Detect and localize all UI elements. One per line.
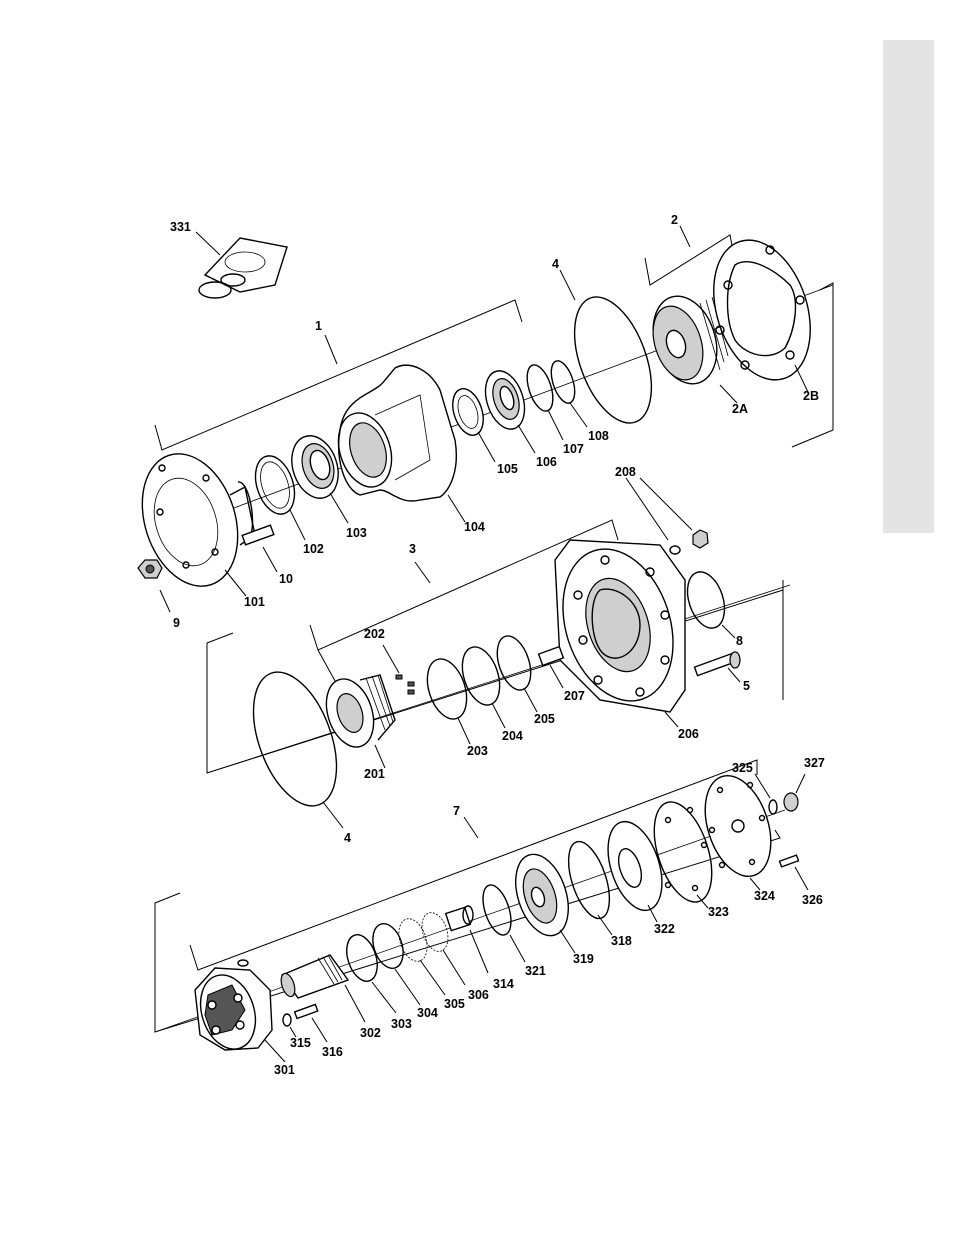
seal-204 [456,642,507,728]
label-325: 325 [732,761,753,775]
label-9: 9 [173,616,180,630]
bolt-5 [694,652,740,682]
label-2B: 2B [803,389,819,403]
bolt-10 [242,525,277,572]
thrust-bearing-304 [368,920,420,1005]
end-cap-324 [693,767,782,890]
nut-part [138,560,170,612]
label-102: 102 [303,542,324,556]
label-205: 205 [534,712,555,726]
label-321: 321 [525,964,546,978]
label-305: 305 [444,997,465,1011]
label-322: 322 [654,922,675,936]
label-105: 105 [497,462,518,476]
label-4-upper: 4 [552,257,559,271]
housing-104 [329,365,465,522]
label-315: 315 [290,1036,311,1050]
label-318: 318 [611,934,632,948]
snap-ring-107 [522,362,563,440]
valve-201 [318,673,395,768]
label-319: 319 [573,952,594,966]
label-306: 306 [468,988,489,1002]
label-2A: 2A [732,402,748,416]
label-324: 324 [754,889,775,903]
label-3: 3 [409,542,416,556]
label-4-lower: 4 [344,831,351,845]
label-101: 101 [244,595,265,609]
valve-plate-319 [506,848,578,953]
label-331: 331 [170,220,191,234]
label-323: 323 [708,905,729,919]
label-201: 201 [364,767,385,781]
check-balls-202 [383,645,414,694]
label-203: 203 [467,744,488,758]
stator-2B [697,228,827,393]
gerotor-housing-301 [192,960,285,1062]
o-ring-8 [681,567,735,638]
plug-327 [784,774,805,811]
label-2: 2 [671,213,678,227]
drive-shaft-302 [279,955,365,1022]
label-202: 202 [364,627,385,641]
label-104: 104 [464,520,485,534]
label-1: 1 [315,319,322,333]
label-316: 316 [322,1045,343,1059]
label-326: 326 [802,893,823,907]
pin-207 [539,647,564,688]
screw-326 [780,855,808,890]
label-103: 103 [346,526,367,540]
label-106: 106 [536,455,557,469]
label-10: 10 [279,572,293,586]
label-8: 8 [736,634,743,648]
o-ring-4-upper [559,270,666,433]
label-5: 5 [743,679,750,693]
label-302: 302 [360,1026,381,1040]
seal-203 [420,654,473,744]
label-301: 301 [274,1063,295,1077]
label-327: 327 [804,756,825,770]
label-7: 7 [453,804,460,818]
label-314: 314 [493,977,514,991]
label-208: 208 [615,465,636,479]
label-206: 206 [678,727,699,741]
label-304: 304 [417,1006,438,1020]
label-204: 204 [502,729,523,743]
washer-315 [283,1014,296,1037]
label-107: 107 [563,442,584,456]
label-108: 108 [588,429,609,443]
label-303: 303 [391,1017,412,1031]
plug-208 [626,478,708,554]
label-207: 207 [564,689,585,703]
seal-kit-bag [196,232,287,298]
